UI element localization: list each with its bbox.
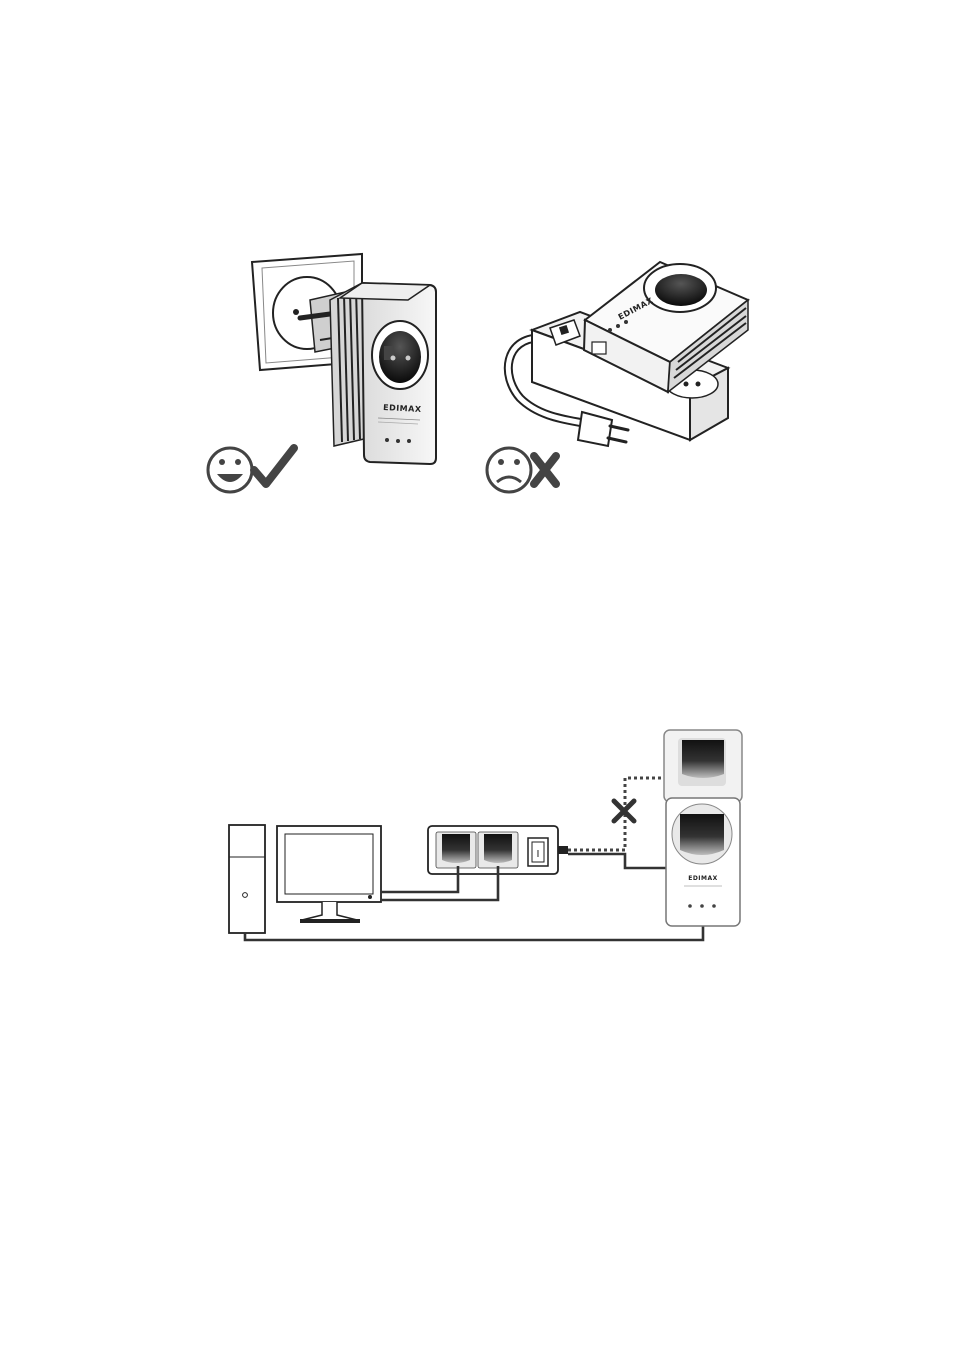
powerline-adapter-wall: EDIMAX: [666, 798, 740, 926]
pc-tower: [229, 825, 265, 933]
power-switch: I: [528, 838, 548, 866]
incorrect-setup-illustration: EDIMAX: [487, 262, 748, 492]
adapter-brand-label: EDIMAX: [688, 875, 718, 882]
wall-outlet-upper: [664, 730, 742, 802]
smiley-happy-icon: [208, 448, 252, 492]
powerline-adapter-correct: EDIMAX: [330, 283, 436, 464]
figure-correct-vs-incorrect-placement: EDIMAX: [0, 0, 954, 520]
correct-setup-illustration: EDIMAX: [208, 254, 436, 492]
monitor: [277, 826, 381, 923]
switch-symbol: I: [537, 849, 540, 860]
smiley-sad-icon: [487, 448, 531, 492]
mains-plug: [578, 412, 628, 446]
cross-icon: [534, 456, 556, 484]
check-icon: [254, 448, 294, 484]
figure-connection-diagram: I EDIMAX: [0, 710, 954, 1010]
